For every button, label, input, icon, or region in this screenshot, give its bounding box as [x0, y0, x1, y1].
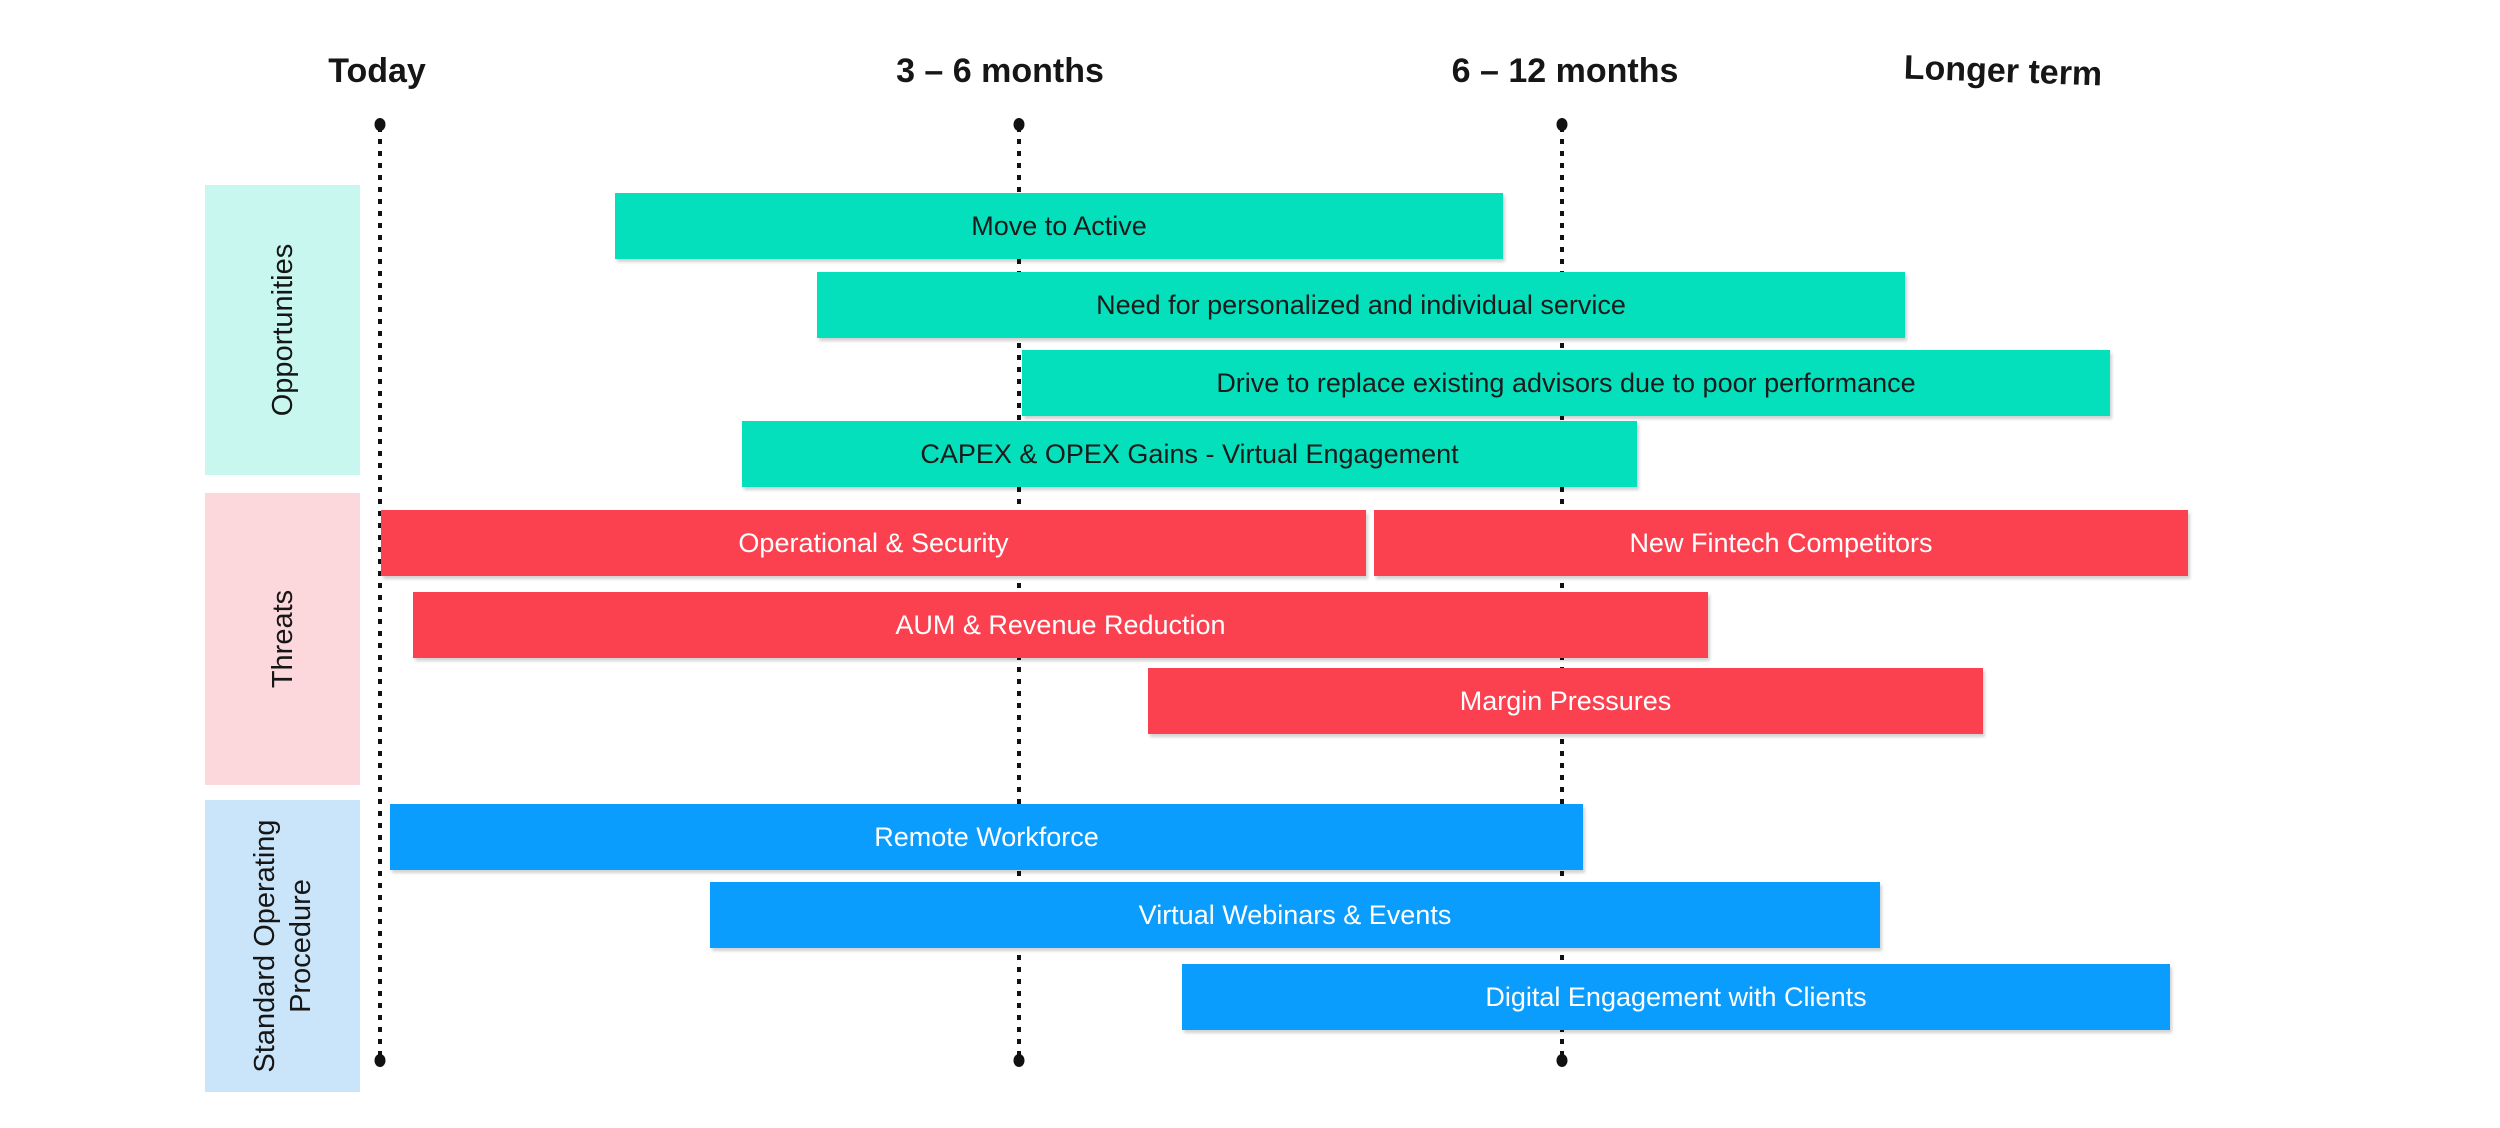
timeline-bar-label: Need for personalized and individual ser…: [1096, 290, 1626, 320]
timeline-bar-label: CAPEX & OPEX Gains - Virtual Engagement: [920, 439, 1459, 469]
timeline-bar-label: Margin Pressures: [1459, 686, 1672, 716]
timeline-bar-label: AUM & Revenue Reduction: [895, 610, 1226, 640]
timeline-bar-label: New Fintech Competitors: [1629, 528, 1933, 558]
timeline-gridline-today: [378, 127, 382, 1060]
timeline-bar-label: Move to Active: [971, 211, 1147, 241]
timeline-bar: Drive to replace existing advisors due t…: [1022, 350, 2110, 416]
group-box-standard-operating-procedure: Standard Operating Procedure: [205, 800, 360, 1092]
timeline-bar: Move to Active: [615, 193, 1503, 259]
group-box-opportunities: Opportunities: [205, 185, 360, 475]
timeline-bar: Virtual Webinars & Events: [710, 882, 1880, 948]
timeline-bar-label: Operational & Security: [738, 528, 1009, 558]
timeline-bar: AUM & Revenue Reduction: [413, 592, 1708, 658]
timeline-bar: Margin Pressures: [1148, 668, 1983, 734]
timeline-bar: Digital Engagement with Clients: [1182, 964, 2170, 1030]
timeline-bar: CAPEX & OPEX Gains - Virtual Engagement: [742, 421, 1637, 487]
timeline-bar-label: Remote Workforce: [874, 822, 1099, 852]
timeline-bar-label: Digital Engagement with Clients: [1485, 982, 1867, 1012]
timeline-bar-label: Drive to replace existing advisors due t…: [1216, 368, 1916, 398]
group-box-threats: Threats: [205, 493, 360, 785]
timeline-bar: Operational & Security: [381, 510, 1366, 576]
axis-label-6-12-months: 6 – 12 months: [1451, 52, 1679, 90]
timeline-bar: Need for personalized and individual ser…: [817, 272, 1905, 338]
timeline-bar-label: Virtual Webinars & Events: [1138, 900, 1452, 930]
timeline-bar: New Fintech Competitors: [1374, 510, 2188, 576]
axis-label-today: Today: [328, 52, 426, 90]
axis-label-3-6-months: 3 – 6 months: [896, 52, 1104, 90]
timeline-bar: Remote Workforce: [390, 804, 1583, 870]
